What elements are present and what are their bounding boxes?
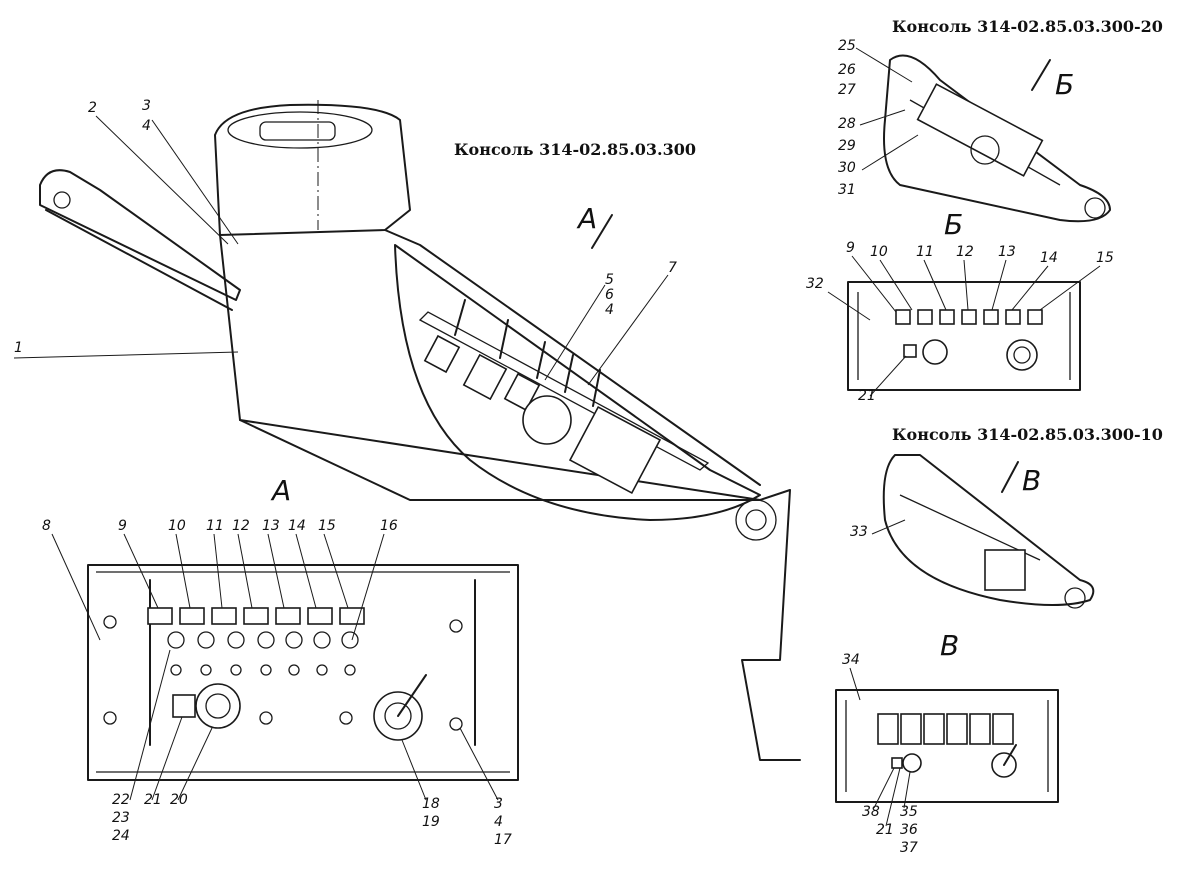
- view-a-large-socket: [195, 683, 241, 729]
- view-a-switch-row: [167, 631, 359, 649]
- main-toggle-levers: [454, 299, 601, 407]
- main-console-title: Консоль 314-02.85.03.300: [454, 140, 696, 159]
- callout-number: 11: [206, 518, 224, 534]
- variant-10-iso-view: [882, 454, 1095, 609]
- callout-number: 21: [144, 792, 162, 808]
- callout-number: 18: [422, 796, 440, 812]
- callout-number: 32: [806, 276, 824, 292]
- callout-number: 16: [380, 518, 398, 534]
- variant-10-callouts: 33: [850, 519, 906, 540]
- callout-number: 28: [838, 116, 856, 132]
- callout-number: 35: [900, 804, 918, 820]
- view-v-callouts: 34 38 21 35 36 37: [842, 652, 918, 856]
- callout-number: 23: [112, 810, 130, 826]
- callout-number: 14: [1040, 250, 1058, 266]
- callout-number: 26: [838, 62, 856, 78]
- view-a-arrow-letter: А: [576, 202, 597, 235]
- callout-number: 2: [88, 100, 97, 116]
- callout-number: 10: [870, 244, 888, 260]
- callout-number: 38: [862, 804, 880, 820]
- callout-number: 19: [422, 814, 440, 830]
- variant-20-callouts: 25 26 27 28 29 30 31: [838, 38, 919, 198]
- callout-number: 9: [118, 518, 127, 534]
- view-b-label: Б: [944, 208, 963, 241]
- view-a-fasteners: [103, 615, 463, 731]
- callout-number: 9: [846, 240, 855, 256]
- callout-number: 13: [998, 244, 1016, 260]
- callout-number: 29: [838, 138, 856, 154]
- view-a-callouts: 8 9 10 11 12 13 14 15 16 22 23 24 21 20 …: [42, 518, 512, 848]
- callout-number: 21: [876, 822, 894, 838]
- callout-number: 24: [112, 828, 130, 844]
- callout-number: 4: [605, 302, 614, 318]
- callout-number: 17: [494, 832, 512, 848]
- view-v-indicators: [877, 713, 1014, 745]
- callout-number: 37: [900, 840, 918, 856]
- callout-number: 30: [838, 160, 856, 176]
- view-b-arrow-letter: Б: [1055, 68, 1074, 101]
- view-a-indicators: [147, 607, 365, 625]
- callout-number: 12: [956, 244, 974, 260]
- callout-number: 36: [900, 822, 918, 838]
- callout-number: 12: [232, 518, 250, 534]
- callout-number: 10: [168, 518, 186, 534]
- callout-number: 20: [170, 792, 188, 808]
- callout-number: 6: [605, 287, 614, 303]
- callout-number: 5: [605, 272, 614, 288]
- callout-number: 13: [262, 518, 280, 534]
- callout-number: 3: [142, 98, 151, 114]
- callout-number: 4: [494, 814, 503, 830]
- main-callouts: 1 2 3 4 5 6 4 7: [13, 98, 677, 386]
- callout-number: 33: [850, 524, 868, 540]
- callout-number: 21: [858, 388, 876, 404]
- view-v-label: В: [940, 629, 959, 662]
- callout-number: 27: [838, 82, 856, 98]
- view-b-callouts: 9 10 11 12 13 14 15 32 21: [806, 240, 1114, 404]
- callout-number: 7: [668, 260, 677, 276]
- callout-number: 22: [112, 792, 130, 808]
- callout-number: 15: [1096, 250, 1114, 266]
- main-switch-bodies: [423, 334, 662, 495]
- main-console-view: [39, 100, 801, 761]
- view-v-arrow-letter: В: [1022, 464, 1041, 497]
- callout-number: 25: [838, 38, 856, 54]
- view-b-panel: [847, 281, 1081, 391]
- callout-number: 31: [838, 182, 856, 198]
- callout-number: 1: [14, 340, 23, 356]
- variant-20-iso-view: [883, 54, 1111, 223]
- view-v-panel: [835, 689, 1059, 803]
- callout-number: 8: [42, 518, 51, 534]
- variant-20-title: Консоль 314-02.85.03.300-20: [892, 17, 1163, 36]
- callout-number: 34: [842, 652, 860, 668]
- callout-number: 14: [288, 518, 306, 534]
- view-b-indicators: [895, 309, 1043, 325]
- view-a-square-button: [172, 694, 196, 718]
- callout-number: 4: [142, 118, 151, 134]
- callout-number: 15: [318, 518, 336, 534]
- view-a-label: А: [270, 474, 291, 507]
- variant-10-title: Консоль 314-02.85.03.300-10: [892, 425, 1163, 444]
- callout-number: 11: [916, 244, 934, 260]
- callout-number: 3: [494, 796, 503, 812]
- view-a-panel: [87, 564, 519, 781]
